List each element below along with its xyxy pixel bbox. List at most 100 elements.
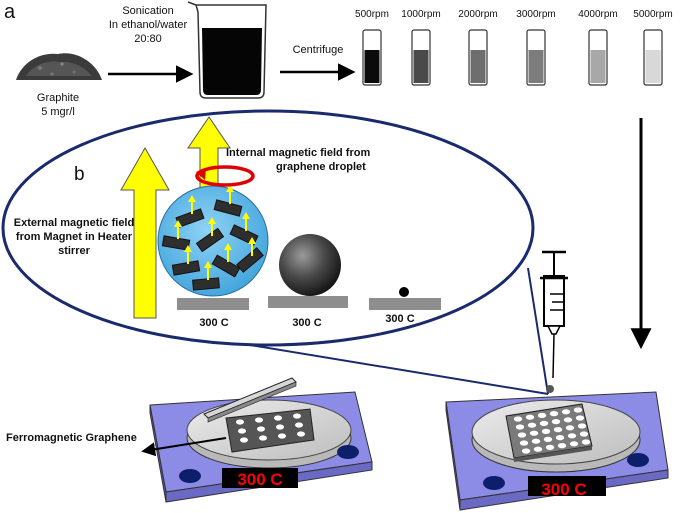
spin-arrowhead: [174, 220, 182, 227]
sheet-hole: [555, 435, 565, 441]
sonication-line2: In ethanol/water: [109, 19, 188, 31]
panel-label-b: b: [74, 164, 85, 185]
sheet-hole: [543, 436, 553, 442]
graphene-flake: [161, 235, 191, 251]
centrifuge-label: Centrifuge: [293, 44, 344, 56]
syringe-droplet: [546, 385, 554, 393]
vial-rpm-label: 5000rpm: [633, 9, 672, 20]
right-heater-stirrer: [445, 391, 669, 511]
sheet-hole: [517, 432, 527, 438]
sheet-hole: [529, 430, 539, 436]
graphene-flake: [195, 227, 225, 253]
centrifuge-vial: 2000rpm: [458, 9, 498, 86]
external-field-line1: External magnetic field: [14, 217, 134, 229]
sheet-hole: [278, 433, 286, 439]
spin-arrowhead: [188, 195, 196, 202]
mini-hotplate-3-temp: 300 C: [385, 313, 414, 325]
sheet-hole: [541, 428, 551, 434]
vial-liquid: [645, 50, 661, 83]
sheet-hole: [569, 441, 579, 447]
spin-arrowhead: [248, 237, 256, 244]
mini-hotplate-3: [369, 298, 441, 310]
ferromagnetic-graphene-label: Ferromagnetic Graphene: [6, 432, 137, 444]
sheet-hole: [295, 422, 303, 428]
sheet-hole: [527, 422, 537, 428]
internal-field-line2: graphene droplet: [276, 161, 366, 173]
centrifuge-vial: 5000rpm: [633, 9, 673, 86]
sheet-hole: [531, 438, 541, 444]
vial-liquid: [413, 50, 429, 83]
vial-liquid: [528, 50, 544, 83]
sheet-hole: [551, 419, 561, 425]
sheet-hole: [537, 412, 547, 418]
spin-arrowhead: [224, 243, 232, 250]
right-heater-display: 300 C: [541, 480, 586, 499]
sheet-hole: [579, 431, 589, 437]
zoom-line-right: [527, 267, 549, 395]
ferromagnetic-graphene-sheet: [225, 408, 315, 453]
sheet-hole: [557, 443, 567, 449]
mini-hotplate-1: [177, 298, 249, 310]
sheet-hole: [515, 424, 525, 430]
external-field-line2: from Magnet in Heater: [16, 231, 133, 243]
sonication-beaker: [187, 1, 267, 99]
spin-arrowhead: [242, 212, 250, 219]
vial-rpm-label: 2000rpm: [458, 9, 497, 20]
sheet-hole: [563, 417, 573, 423]
sheet-hole: [521, 448, 531, 454]
graphene-flake: [192, 277, 220, 291]
sheet-hole: [240, 437, 248, 443]
left-heater-display: 300 C: [237, 470, 282, 489]
tiny-residue-dot: [399, 287, 409, 297]
graphite-powder-pile: [16, 53, 102, 80]
shadow-mask-plate: [203, 377, 297, 423]
sonication-line3: 20:80: [134, 33, 162, 45]
sheet-hole: [581, 439, 591, 445]
sheet-hole: [553, 427, 563, 433]
vial-liquid: [364, 50, 380, 83]
vial-rpm-label: 1000rpm: [401, 9, 440, 20]
centrifuge-vial: 1000rpm: [401, 9, 441, 86]
sheet-hole: [293, 413, 301, 419]
vial-rpm-label: 4000rpm: [578, 9, 617, 20]
sheet-hole: [549, 411, 559, 417]
sheet-hole: [561, 409, 571, 415]
vial-rpm-label: 3000rpm: [516, 9, 555, 20]
sheet-hole: [236, 419, 244, 425]
dried-sphere: [279, 234, 341, 296]
sheet-hole: [274, 415, 282, 421]
spin-arrowhead: [226, 185, 234, 192]
syringe-icon: [540, 250, 568, 379]
mini-hotplate-2: [268, 296, 348, 308]
sheet-hole: [519, 440, 529, 446]
spin-arrowhead: [204, 261, 212, 268]
sheet-hole: [539, 420, 549, 426]
sonication-line1: Sonication: [122, 5, 173, 17]
spin-arrowhead: [208, 217, 216, 224]
graphene-flakes: [161, 185, 264, 291]
vial-liquid: [470, 50, 486, 83]
sheet-hole: [255, 417, 263, 423]
sheet-hole: [545, 444, 555, 450]
graphite-concentration: 5 mgr/l: [41, 106, 75, 118]
centrifuge-vial: 3000rpm: [516, 9, 556, 86]
mini-hotplate-2-temp: 300 C: [292, 317, 321, 329]
zoom-line-left: [249, 344, 549, 395]
sheet-hole: [238, 428, 246, 434]
sheet-hole: [573, 407, 583, 413]
graphene-flake: [236, 247, 264, 273]
mini-hotplate-1-temp: 300 C: [199, 317, 228, 329]
centrifuge-vial: 500rpm: [355, 9, 389, 86]
vial-rpm-label: 500rpm: [355, 9, 389, 20]
sheet-hole: [533, 446, 543, 452]
sheet-hole: [525, 414, 535, 420]
external-field-arrow: [120, 146, 170, 319]
vial-liquid: [590, 50, 606, 83]
panel-label-a: a: [4, 1, 16, 23]
sheet-hole: [577, 423, 587, 429]
sheet-hole: [257, 426, 265, 432]
sheet-hole: [567, 433, 577, 439]
graphite-label: Graphite: [37, 92, 79, 104]
ferromagnetic-pointer-arrow: [141, 437, 227, 457]
